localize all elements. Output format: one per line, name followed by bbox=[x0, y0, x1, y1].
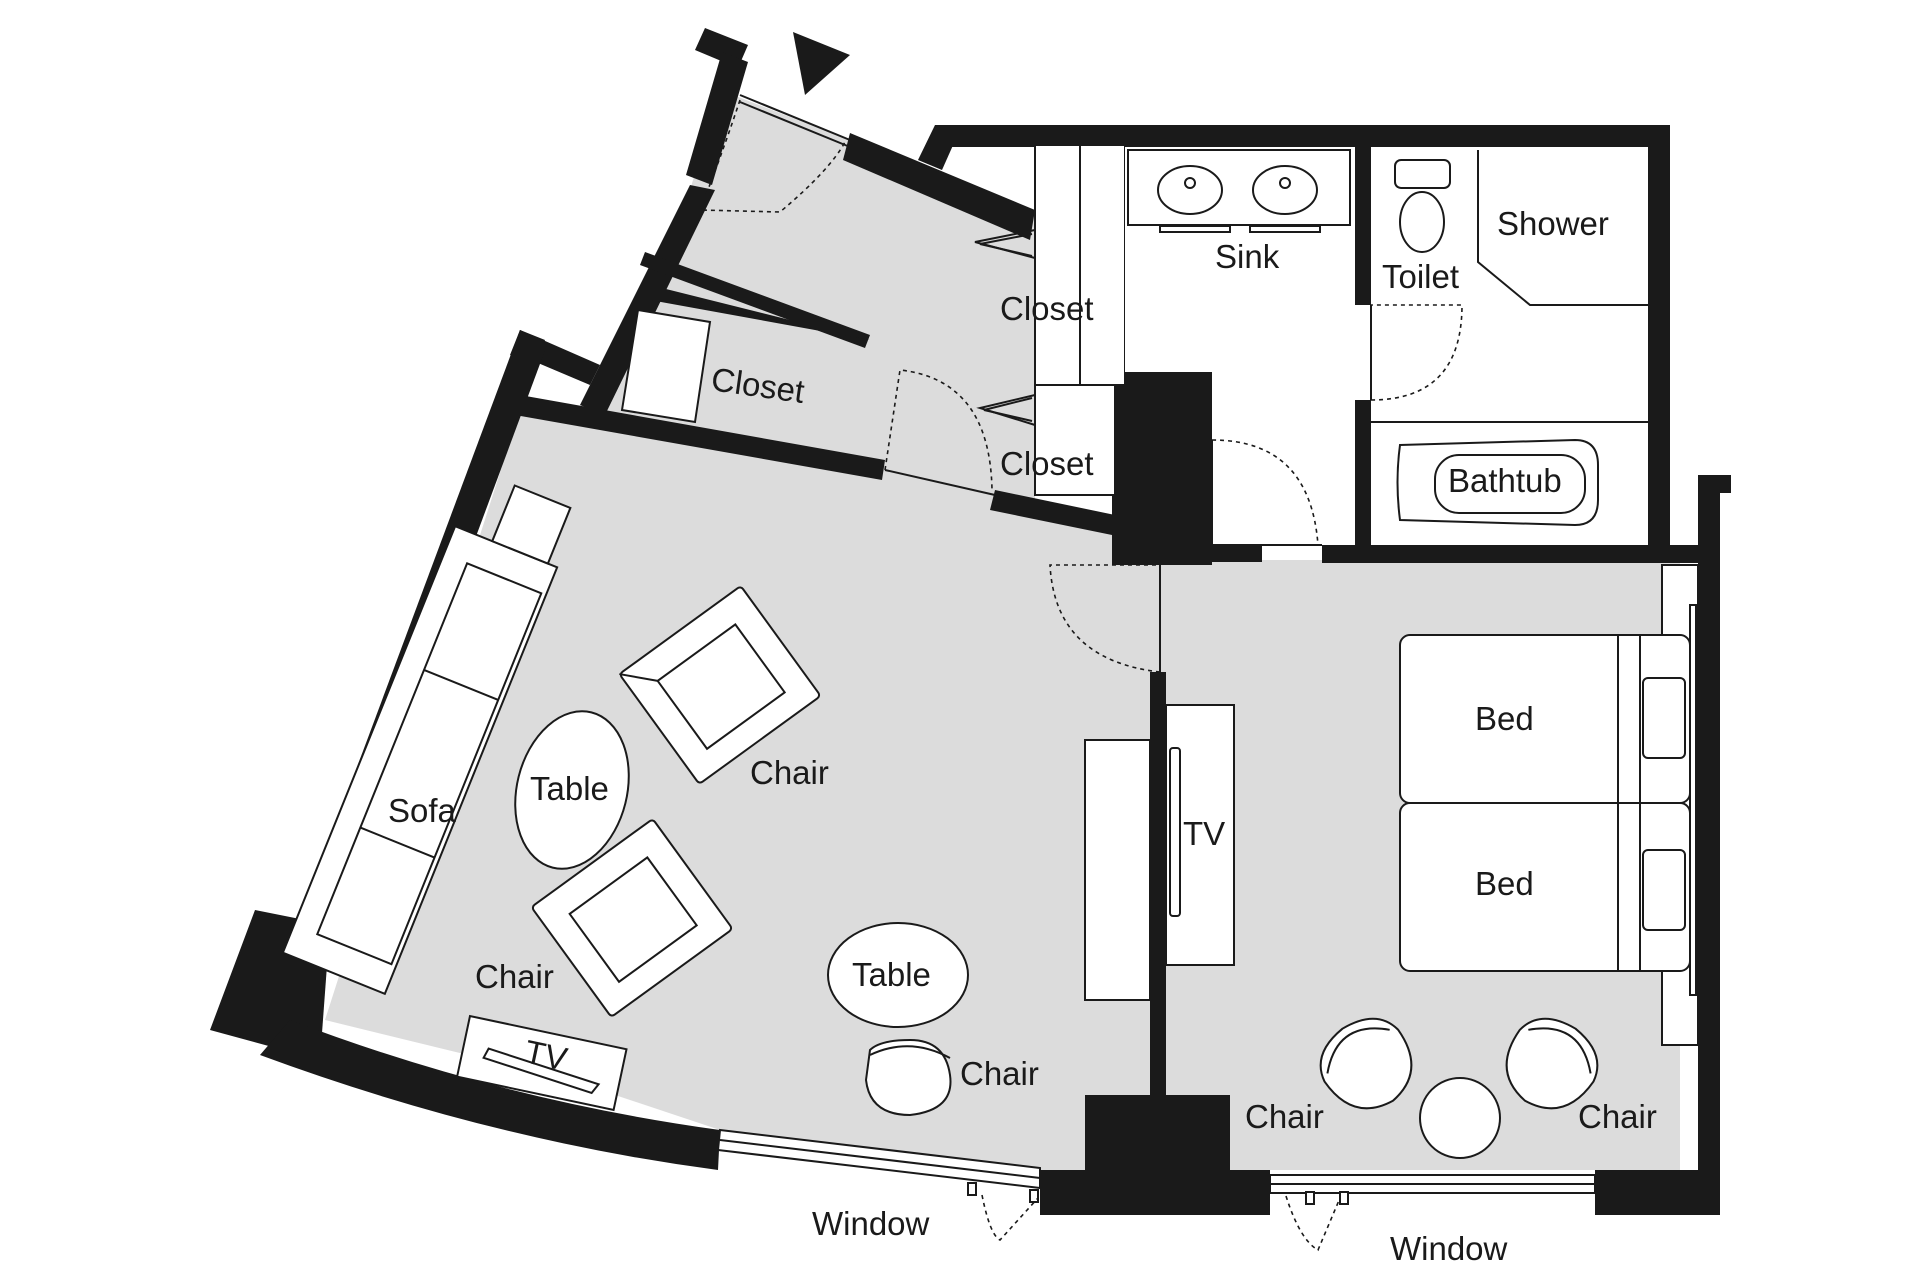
door-swing bbox=[1211, 439, 1319, 546]
sink-basin bbox=[1157, 165, 1223, 215]
window-swing bbox=[981, 1194, 1039, 1241]
wall bbox=[1595, 1170, 1720, 1215]
bedroom-furniture bbox=[1049, 564, 1699, 1159]
label-closet-lower: Closet bbox=[1000, 445, 1094, 482]
windows bbox=[716, 1128, 1596, 1252]
room-labels: Closet Closet Closet Sink Toilet Shower … bbox=[388, 205, 1657, 1267]
coffee-table-oval bbox=[514, 710, 630, 870]
wall bbox=[1040, 1170, 1270, 1215]
label-tv-corner: TV bbox=[522, 1033, 571, 1078]
pillow bbox=[1642, 849, 1686, 931]
sofa bbox=[281, 484, 572, 996]
wall bbox=[1150, 672, 1166, 1097]
label-window-right: Window bbox=[1390, 1230, 1508, 1267]
wall bbox=[1698, 475, 1731, 493]
wall bbox=[640, 252, 870, 348]
side-table-round bbox=[1419, 1077, 1501, 1159]
tv-stand-corner bbox=[455, 1014, 628, 1112]
window-swing bbox=[1285, 1195, 1341, 1252]
bath-entry bbox=[1212, 440, 1322, 545]
faucet-icon bbox=[1279, 177, 1291, 189]
side-chair bbox=[864, 1038, 952, 1117]
wall bbox=[990, 490, 1115, 535]
window-latch bbox=[1029, 1189, 1039, 1203]
label-closet-upper: Closet bbox=[1000, 290, 1094, 327]
living-door bbox=[884, 469, 996, 496]
wall bbox=[1112, 370, 1212, 565]
sink-basin bbox=[1252, 165, 1318, 215]
wall bbox=[580, 185, 715, 415]
label-shower: Shower bbox=[1497, 205, 1609, 242]
label-bathtub: Bathtub bbox=[1448, 462, 1562, 499]
tv-screen bbox=[1169, 747, 1181, 917]
closet-unit bbox=[1034, 384, 1116, 496]
wall bbox=[686, 52, 748, 185]
wall bbox=[1648, 125, 1670, 560]
wall bbox=[1355, 145, 1371, 305]
tv-cabinet bbox=[1084, 739, 1151, 1001]
armchair bbox=[619, 586, 821, 784]
wall bbox=[515, 395, 885, 480]
label-bed-bottom: Bed bbox=[1475, 865, 1534, 902]
toilet-tank bbox=[1394, 159, 1451, 189]
window-latch bbox=[1339, 1191, 1349, 1205]
walls bbox=[210, 28, 1731, 1215]
table-round bbox=[827, 922, 969, 1028]
wall bbox=[1355, 400, 1371, 550]
wall bbox=[1698, 475, 1720, 1175]
label-chair-upper: Chair bbox=[750, 754, 829, 791]
wall bbox=[260, 1020, 720, 1170]
door-swing bbox=[884, 369, 993, 491]
label-bed-top: Bed bbox=[1475, 700, 1534, 737]
bathroom bbox=[1125, 147, 1648, 546]
entry-arrow-icon bbox=[793, 32, 850, 95]
closet-folding-door bbox=[976, 394, 1036, 426]
towel-bar bbox=[1159, 225, 1231, 233]
tub-chair bbox=[1319, 1017, 1413, 1110]
label-table-round: Table bbox=[852, 956, 931, 993]
wall bbox=[1322, 545, 1698, 563]
faucet-icon bbox=[1184, 177, 1196, 189]
wall bbox=[918, 125, 962, 170]
shower-enclosure bbox=[1477, 150, 1648, 306]
wall bbox=[843, 133, 1035, 240]
label-chair-bed-right: Chair bbox=[1578, 1098, 1657, 1135]
towel-bar bbox=[1249, 225, 1321, 233]
wall bbox=[650, 285, 870, 340]
entry-door bbox=[739, 101, 851, 148]
entry-door bbox=[739, 94, 851, 141]
window-latch bbox=[967, 1182, 977, 1196]
door-swing bbox=[1049, 564, 1161, 673]
pillow bbox=[1642, 677, 1686, 759]
label-chair-left: Chair bbox=[475, 958, 554, 995]
label-chair-bed-left: Chair bbox=[1245, 1098, 1324, 1135]
armchair bbox=[531, 819, 733, 1017]
wall bbox=[935, 125, 1670, 147]
label-window-left: Window bbox=[812, 1205, 930, 1242]
label-sink: Sink bbox=[1215, 238, 1280, 275]
closet-box bbox=[620, 308, 712, 424]
living-furniture bbox=[281, 484, 1235, 1117]
window-latch bbox=[1305, 1191, 1315, 1205]
wall bbox=[1085, 1095, 1230, 1175]
tub-chair bbox=[1505, 1017, 1599, 1110]
label-table-oval: Table bbox=[530, 770, 609, 807]
label-toilet: Toilet bbox=[1382, 258, 1459, 295]
toilet-bowl bbox=[1399, 191, 1445, 253]
bathtub bbox=[1396, 438, 1599, 527]
label-tv-living: TV bbox=[1183, 815, 1225, 852]
entry-closets bbox=[620, 32, 1179, 496]
label-sofa: Sofa bbox=[388, 792, 457, 829]
label-chair-bottom: Chair bbox=[960, 1055, 1039, 1092]
